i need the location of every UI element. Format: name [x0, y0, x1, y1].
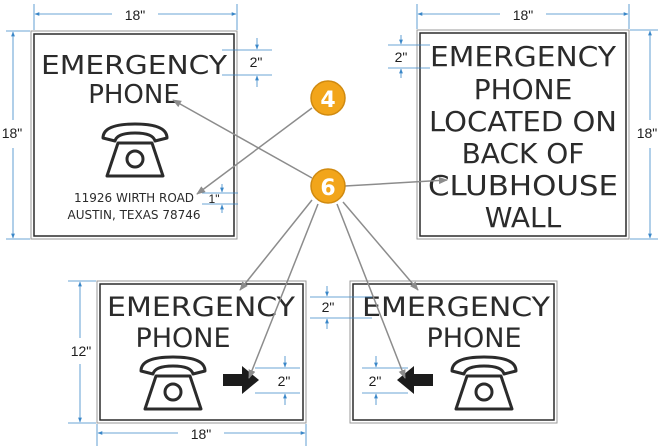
sign-2-line-1: EMERGENCY	[430, 40, 617, 73]
sign-2-line-6: WALL	[485, 201, 562, 234]
sign-3-width-label: 18"	[191, 426, 212, 442]
sign-4-border	[352, 283, 555, 421]
leader-6-to-sign-4-arrow	[336, 203, 406, 379]
sign-1-address-line-2: AUSTIN, TEXAS 78746	[67, 208, 200, 222]
sign-3-line-1: EMERGENCY	[107, 292, 296, 323]
sign-1-address-height-label: 1"	[209, 192, 220, 206]
callout-4-circle	[310, 80, 346, 116]
sign-1-width-label: 18"	[125, 7, 146, 23]
telephone-icon	[139, 355, 207, 411]
sign-4-line-2: PHONE	[426, 323, 521, 354]
leader-6-to-sign-3-arrow	[248, 203, 319, 379]
leader-4-to-address	[196, 107, 313, 195]
sign-4-margin-label: 2"	[322, 299, 335, 315]
callout-4-label: 4	[320, 88, 335, 113]
sign-2-line-2: PHONE	[474, 73, 573, 106]
telephone-icon	[101, 122, 169, 178]
sign-1-border	[33, 33, 235, 237]
sign-1-address-line-1: 11926 WIRTH ROAD	[74, 191, 194, 205]
sign-2: EMERGENCY PHONE LOCATED ON BACK OF CLUBH…	[388, 4, 660, 240]
telephone-icon	[450, 355, 518, 411]
sign-2-line-4: BACK OF	[462, 137, 585, 170]
sign-2-outer-border	[416, 29, 630, 240]
leader-6-to-sign-2-text	[344, 176, 448, 187]
sign-1-line-1: EMERGENCY	[41, 51, 227, 81]
leader-6-to-sign-1-text	[172, 99, 313, 179]
callout-6-circle	[310, 168, 346, 204]
sign-3-line-2: PHONE	[135, 323, 230, 354]
callout-6: 6	[310, 168, 346, 204]
sign-2-line-3: LOCATED ON	[429, 105, 617, 138]
sign-2-width-label: 18"	[513, 7, 534, 23]
leader-6-to-sign-4-text	[342, 201, 419, 291]
leader-6-to-sign-3-text	[239, 199, 313, 291]
sign-3-height-label: 12"	[71, 343, 92, 359]
leader-lines	[172, 99, 448, 379]
sign-1-margin-label: 2"	[250, 54, 263, 70]
sign-2-margin-label: 2"	[395, 49, 408, 65]
sign-1-line-2: PHONE	[88, 80, 180, 110]
left-arrow-icon	[397, 366, 433, 394]
sign-1-outer-border	[30, 30, 238, 240]
sign-2-border	[419, 32, 627, 237]
sign-3-border	[99, 283, 304, 421]
callout-4: 4	[310, 80, 346, 116]
callout-6-label: 6	[320, 176, 335, 201]
sign-4: EMERGENCY PHONE 2" 2"	[310, 280, 558, 424]
sign-4-arrow-label: 2"	[369, 373, 382, 389]
sign-3: EMERGENCY PHONE 18" 12" 2"	[66, 280, 307, 446]
sign-2-height-label: 18"	[637, 125, 658, 141]
sign-1-height-label: 18"	[2, 125, 23, 141]
sign-1: EMERGENCY PHONE 11926 WIRTH ROAD AUSTIN,…	[0, 4, 272, 240]
sign-3-outer-border	[96, 280, 307, 424]
sign-2-line-5: CLUBHOUSE	[428, 169, 618, 202]
sign-4-outer-border	[349, 280, 558, 424]
sign-3-arrow-label: 2"	[278, 373, 291, 389]
sign-4-line-1: EMERGENCY	[362, 292, 551, 323]
